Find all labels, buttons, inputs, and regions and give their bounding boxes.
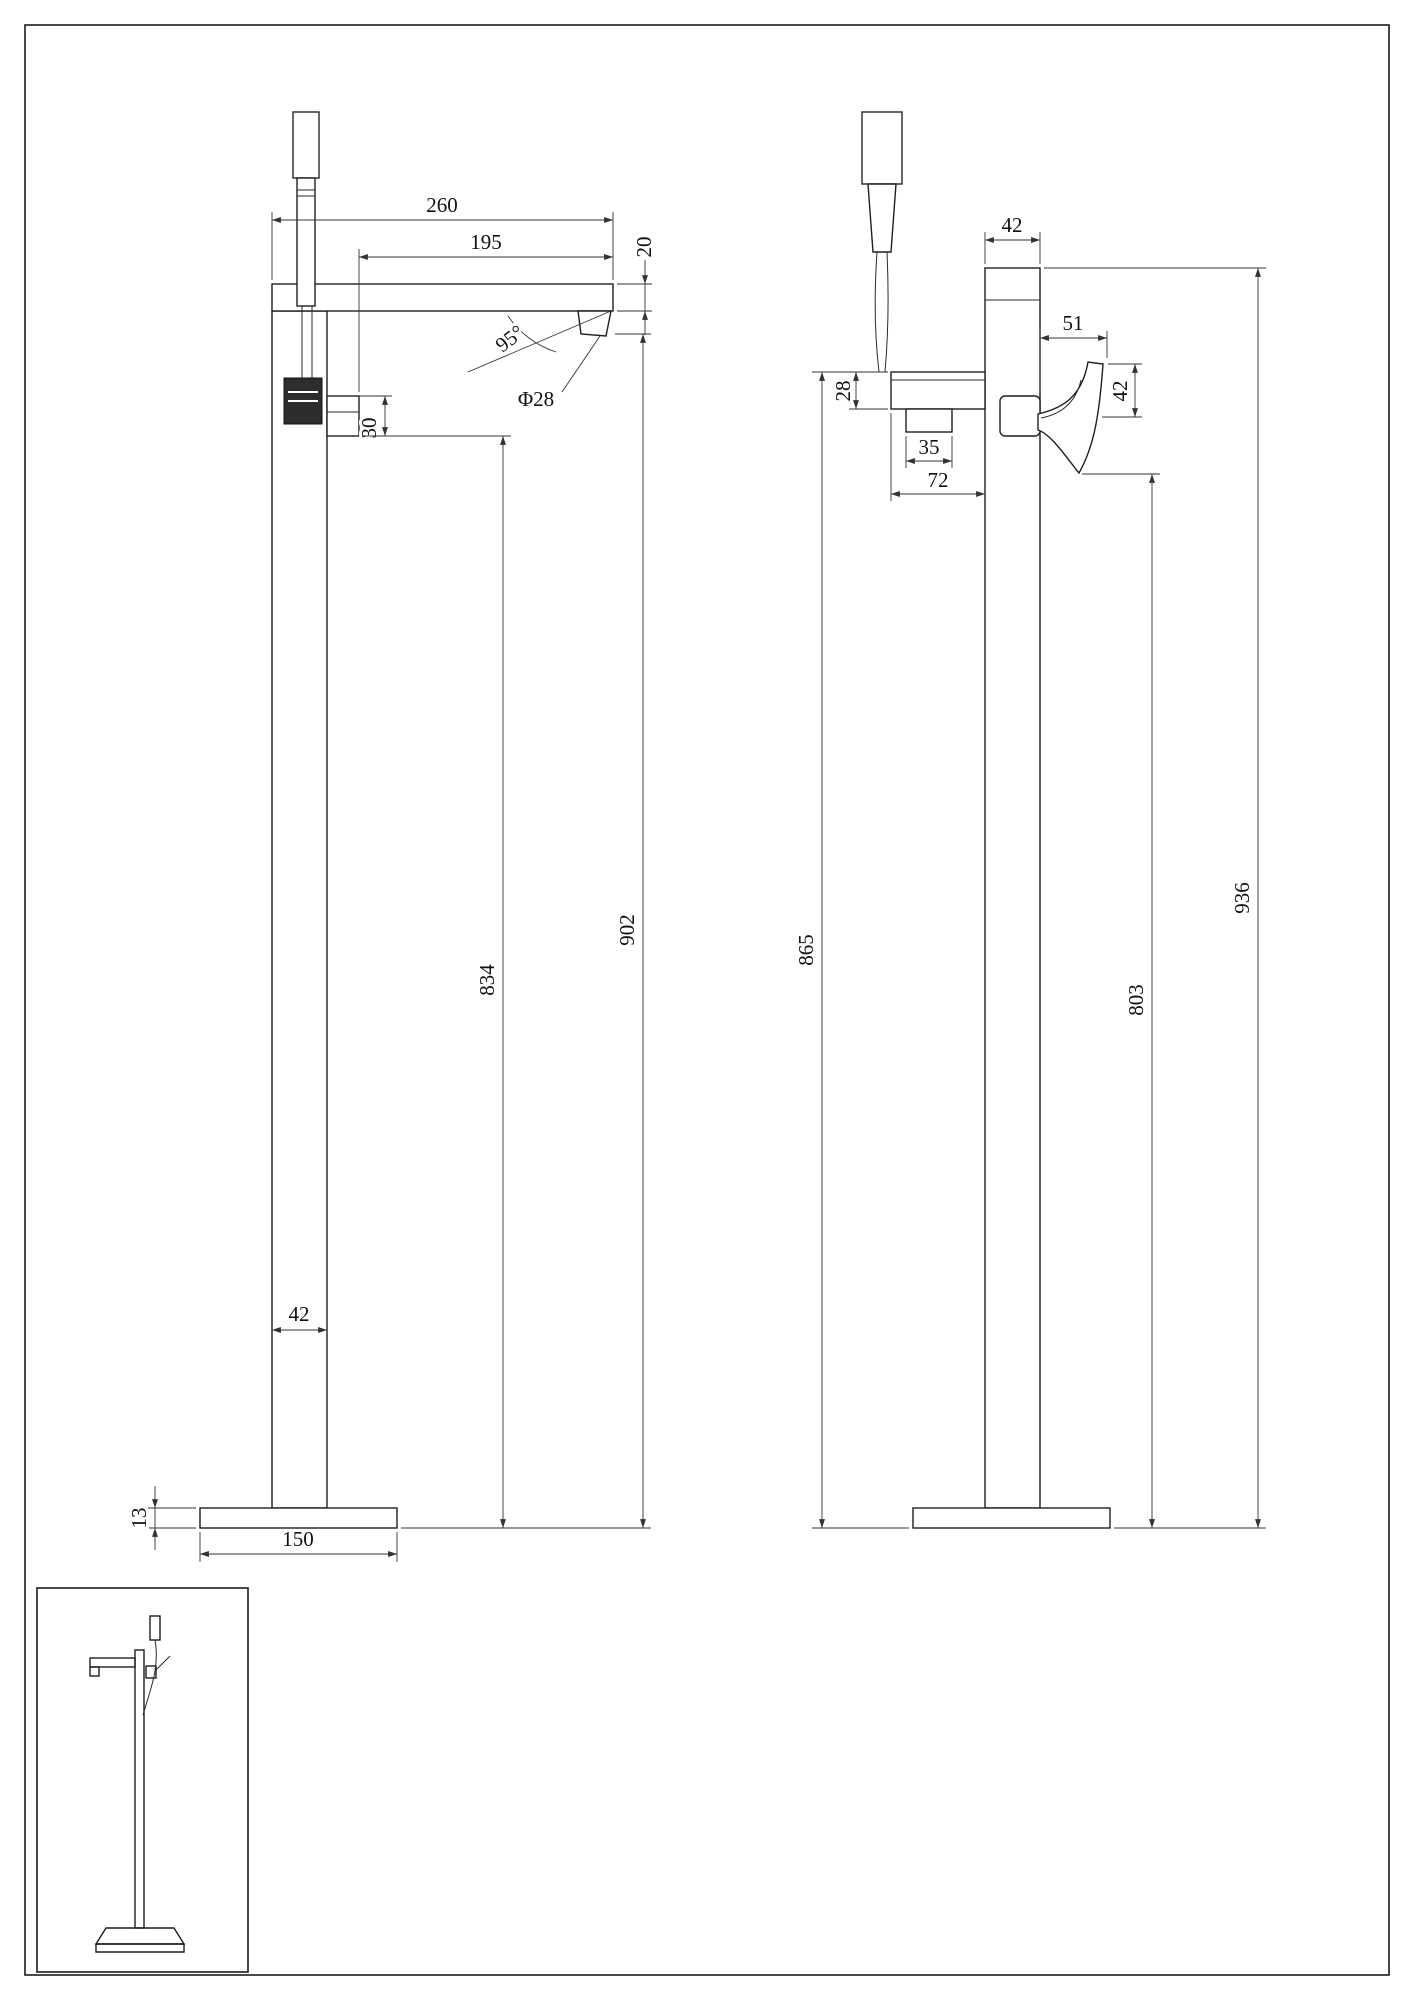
- dim-label-spout-diameter: Φ28: [518, 387, 554, 411]
- front-handshower-handle-detail: [297, 189, 315, 197]
- thumbnail-spout: [89, 1657, 136, 1668]
- dim-label-base-width: 150: [282, 1527, 314, 1551]
- front-outlet-block: [326, 395, 360, 437]
- thumbnail-border: [36, 1587, 249, 1973]
- dim-label-handle-height: 42: [1108, 381, 1132, 402]
- front-dim-42: 42: [272, 1299, 327, 1333]
- front-dim-195: 195: [358, 227, 613, 392]
- front-handshower-head: [292, 111, 320, 179]
- side-cradle: [890, 371, 986, 410]
- front-base: [199, 1507, 398, 1529]
- side-hose: [874, 251, 889, 373]
- thumbnail-base-top: [94, 1927, 186, 1945]
- dim-label-floor-to-handle: 803: [1124, 984, 1148, 1016]
- front-dim-834: 834: [363, 435, 511, 1528]
- dim-label-floor-to-cradle: 865: [794, 934, 818, 966]
- front-dim-260: 260: [271, 190, 614, 280]
- dim-label-base-thickness: 13: [127, 1508, 151, 1529]
- drawing-border: [24, 24, 1390, 1976]
- front-dim-diameter: Φ28: [515, 335, 601, 414]
- thumbnail-hose: [142, 1639, 157, 1716]
- front-handshower-handle: [296, 177, 316, 307]
- side-column: [984, 267, 1041, 1509]
- side-dim-51: 51: [1039, 308, 1108, 392]
- side-dim-35: 35: [905, 432, 953, 468]
- dim-label-floor-to-spout: 902: [615, 914, 639, 946]
- side-handle-escutcheon: [999, 395, 1041, 437]
- dim-label-handle-reach: 51: [1063, 311, 1084, 335]
- side-dim-865: 865: [791, 371, 909, 1529]
- side-dim-42-top: 42: [984, 210, 1041, 264]
- thumbnail-base-edge: [95, 1943, 185, 1953]
- front-holder-highlight: [288, 391, 318, 402]
- dim-label-cradle-height: 28: [831, 381, 855, 402]
- side-dim-42-handle: 42: [1102, 363, 1142, 418]
- dim-label-spout-thickness: 20: [632, 237, 656, 258]
- side-dim-803: 803: [1082, 473, 1266, 1529]
- dim-label-overall-height: 936: [1230, 882, 1254, 914]
- dim-label-spout-reach-inner: 195: [470, 230, 502, 254]
- front-spout: [271, 283, 614, 312]
- thumbnail-handshower: [149, 1615, 161, 1641]
- front-dim-angle: 95°: [467, 310, 612, 373]
- dim-label-outlet-height: 30: [357, 418, 381, 439]
- thumbnail-box: [36, 1587, 249, 1973]
- side-dim-936: 936: [1044, 267, 1266, 1528]
- dim-label-spout-angle: 95°: [491, 320, 529, 357]
- thumbnail-column: [134, 1649, 145, 1929]
- dim-label-cradle-depth: 72: [928, 468, 949, 492]
- side-view: 42 51 42 28 35 72 86: [791, 111, 1266, 1529]
- front-dim-13: 13: [124, 1486, 196, 1550]
- thumbnail-nozzle: [89, 1666, 100, 1677]
- front-dim-902: 902: [401, 333, 651, 1529]
- side-handle-lever-detail: [1040, 379, 1082, 419]
- side-dim-28: 28: [828, 371, 888, 410]
- dim-label-cradle-nozzle: 35: [919, 435, 940, 459]
- front-dim-20: 20: [617, 234, 659, 335]
- dim-label-floor-to-outlet: 834: [475, 964, 499, 996]
- thumbnail-lever: [155, 1655, 171, 1671]
- side-cradle-nozzle: [905, 408, 953, 433]
- front-view: 260 195 20 95° Φ28 30 42: [124, 111, 659, 1562]
- dim-label-column-width: 42: [289, 1302, 310, 1326]
- dim-label-column-depth: 42: [1002, 213, 1023, 237]
- thumbnail-handle: [145, 1665, 157, 1679]
- front-dim-30: 30: [354, 395, 392, 442]
- side-base: [912, 1507, 1111, 1529]
- front-hose: [301, 306, 313, 378]
- side-handshower-head: [861, 111, 903, 185]
- side-handle-lever: [1037, 361, 1104, 475]
- side-handshower-handle: [867, 183, 897, 253]
- front-spout-nozzle: [577, 310, 612, 337]
- front-column: [271, 310, 328, 1509]
- front-dim-150: 150: [199, 1524, 398, 1562]
- side-dim-72: 72: [890, 413, 985, 501]
- dim-label-spout-reach: 260: [426, 193, 458, 217]
